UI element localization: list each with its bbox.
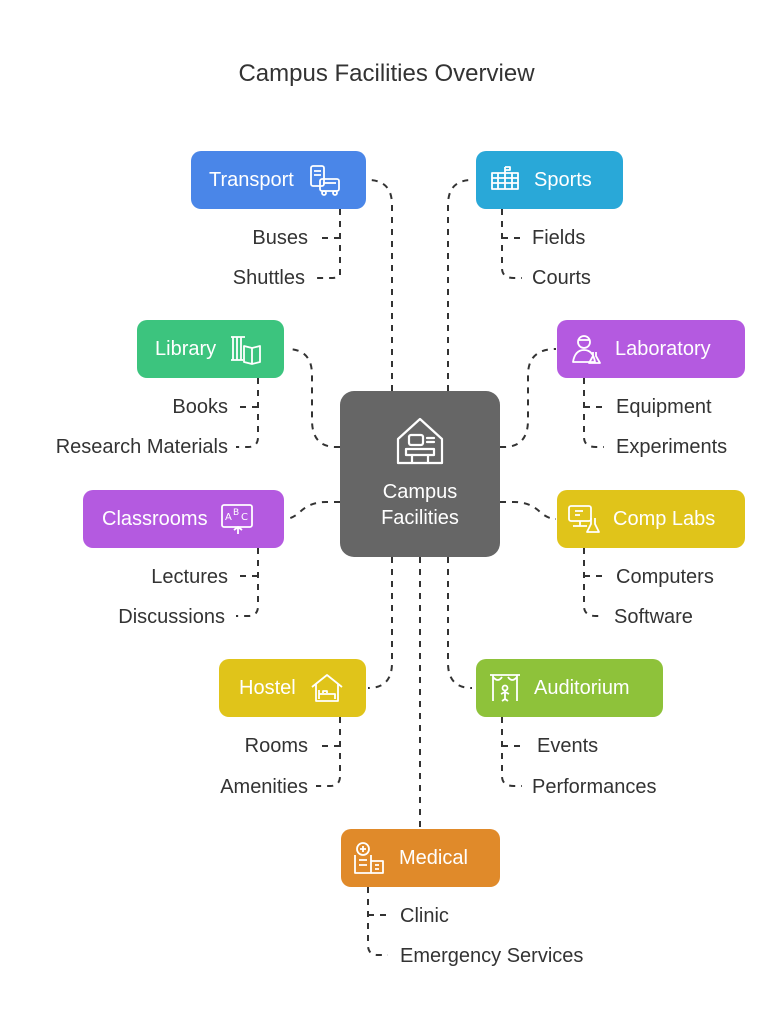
node-hostel: Hostel [219,659,366,717]
child-shuttles: Shuttles [232,267,305,289]
node-auditorium-label: Auditorium [534,676,630,699]
hospital-icon [351,841,385,875]
child-software: Software [614,606,693,628]
node-hostel-label: Hostel [239,676,296,699]
child-fields: Fields [532,227,586,249]
connector-classrooms [284,501,340,520]
computer-flask-icon [567,502,601,536]
child-equipment: Equipment [616,396,712,418]
child-rooms: Rooms [244,735,308,757]
stadium-icon [488,163,522,197]
node-medical: Medical [341,829,500,887]
house-bed-icon [310,671,344,705]
node-comp-labs-label: Comp Labs [613,507,716,530]
connector-transport [367,179,393,391]
child-discussions: Discussions [118,606,225,628]
connector-sports [447,179,473,391]
node-auditorium: Auditorium [476,659,663,717]
child-amenities: Amenities [220,776,308,798]
node-laboratory: Laboratory [557,320,745,378]
connector-auditorium [447,557,473,689]
node-transport: Transport [191,151,366,209]
abc-board-icon: A B C [220,502,254,536]
center-label-line1: Campus [382,481,458,503]
stage-icon [488,671,522,705]
child-books: Books [172,396,228,418]
bus-icon [308,163,342,197]
child-research-materials: Research Materials [55,436,228,458]
center-label-line2: Facilities [381,507,459,529]
connector-comp-labs [500,501,557,520]
svg-text:A: A [225,512,232,523]
campus-building-icon [392,413,448,469]
connector-hostel [367,557,393,689]
center-node: Campus Facilities [340,391,500,557]
child-computers: Computers [616,566,714,588]
node-classrooms: Classrooms A B C [83,490,284,548]
child-courts: Courts [532,267,591,289]
node-sports: Sports [476,151,623,209]
node-comp-labs: Comp Labs [557,490,745,548]
child-performances: Performances [532,776,657,798]
connector-library [286,348,340,448]
node-library: Library [137,320,284,378]
node-library-label: Library [155,337,217,360]
child-buses: Buses [252,227,308,249]
child-clinic: Clinic [400,905,449,927]
node-sports-label: Sports [534,168,592,191]
node-medical-label: Medical [399,846,468,869]
connector-laboratory [500,348,557,448]
node-laboratory-label: Laboratory [615,337,711,360]
child-lectures: Lectures [151,566,228,588]
diagram-title: Campus Facilities Overview [238,60,535,87]
scientist-icon [569,332,603,366]
svg-text:B: B [233,508,239,518]
child-experiments: Experiments [616,436,728,458]
node-transport-label: Transport [209,168,294,191]
child-events: Events [537,735,599,757]
column-book-icon [228,332,262,366]
child-emergency-services: Emergency Services [400,945,584,967]
node-classrooms-label: Classrooms [102,507,208,530]
svg-text:C: C [241,512,248,523]
